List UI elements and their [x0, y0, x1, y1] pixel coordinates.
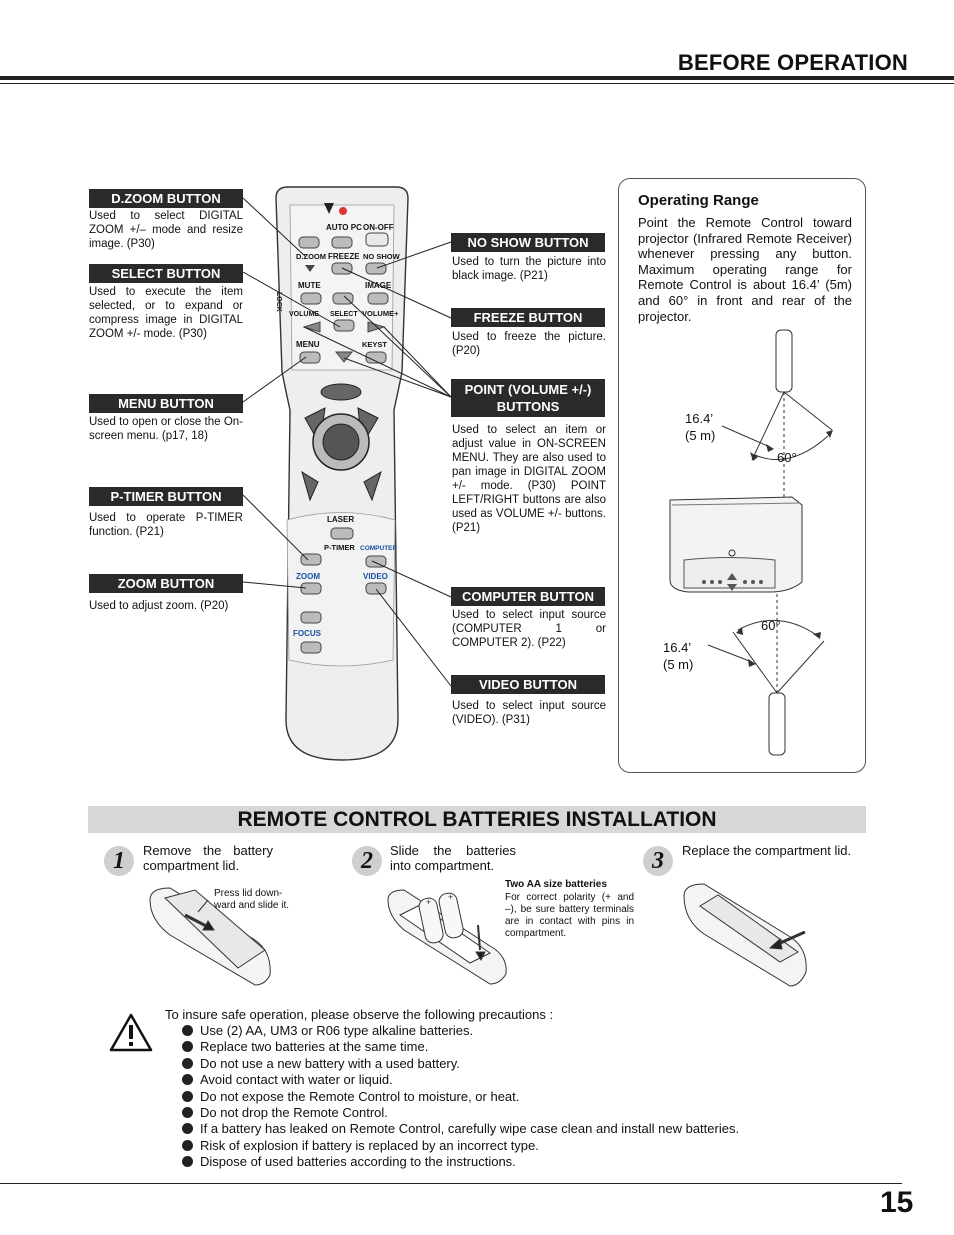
bullet-icon [182, 1107, 193, 1119]
freeze-button-desc: Used to freeze the picture. (P20) [452, 331, 606, 357]
menu-button-label: MENU BUTTON [89, 394, 243, 413]
freeze-button-label: FREEZE BUTTON [451, 308, 605, 327]
dzoom-button-desc: Used to select DIGITAL ZOOM +/– mode and… [89, 210, 243, 250]
operating-range-diagram [669, 329, 833, 756]
remote-control-illustration: AUTO PC ON-OFF D.ZOOM FREEZE NO SHOW MUT… [275, 186, 409, 761]
remote-label-freeze: FREEZE [328, 252, 360, 261]
page-number: 15 [880, 1186, 914, 1219]
svg-text:+: + [448, 892, 453, 902]
range-top-distance: 16.4’ (5 m) [685, 410, 715, 444]
list-item: Dispose of used batteries according to t… [182, 1154, 739, 1170]
precautions-list: Use (2) AA, UM3 or R06 type alkaline bat… [182, 1023, 739, 1171]
batteries-section-bar [88, 806, 866, 833]
battery-step1-illustration [149, 887, 271, 986]
section-header-title: BEFORE OPERATION [677, 50, 908, 75]
remote-label-on-off: ON-OFF [363, 223, 394, 232]
remote-label-focus: FOCUS [293, 629, 322, 638]
list-item: Risk of explosion if battery is replaced… [182, 1138, 739, 1154]
bullet-icon [182, 1123, 193, 1135]
select-button-desc: Used to execute the item selected, or to… [89, 286, 243, 340]
remote-label-keystone: KEYST [362, 340, 387, 349]
ptimer-button-desc: Used to operate P-TIMER function. (P21) [89, 512, 243, 538]
operating-range-title: Operating Range [638, 192, 759, 209]
remote-label-computer: COMPUTER [360, 545, 398, 552]
remote-label-video: VIDEO [363, 572, 388, 581]
menu-button-desc: Used to open or close the On-screen menu… [89, 416, 243, 442]
step-2-note-title: Two AA size batteries [505, 879, 607, 890]
callout-leader-lines [242, 197, 452, 687]
header-rule-thin [0, 83, 954, 84]
remote-label-zoom: ZOOM [296, 572, 320, 581]
computer-button-desc: Used to select input source (COMPUTER 1 … [452, 609, 606, 649]
range-bottom-distance: 16.4’ (5 m) [663, 639, 693, 673]
remote-label-mute: MUTE [298, 281, 321, 290]
remote-label-menu: MENU [296, 340, 320, 349]
step-2-note: For correct polarity (+ and –), be sure … [505, 892, 634, 939]
remote-label-image: IMAGE [365, 281, 392, 290]
range-top-distance-m: (5 m) [685, 428, 716, 443]
dzoom-button-label: D.ZOOM BUTTON [89, 189, 243, 208]
step-1-text: Remove the battery compartment lid. [143, 843, 273, 873]
list-item: Do not use a new battery with a used bat… [182, 1056, 739, 1072]
list-item: Do not drop the Remote Control. [182, 1105, 739, 1121]
caution-icon [109, 1013, 153, 1052]
remote-label-no-show: NO SHOW [363, 252, 401, 261]
bullet-icon [182, 1057, 193, 1069]
remote-label-dzoom: D.ZOOM [296, 252, 326, 261]
list-item: If a battery has leaked on Remote Contro… [182, 1121, 739, 1137]
remote-label-auto-pc: AUTO PC [326, 223, 362, 232]
footer-rule [0, 1183, 902, 1184]
range-top-angle: 60° [777, 450, 797, 465]
precautions-intro: To insure safe operation, please observe… [165, 1007, 554, 1022]
remote-label-volume-minus: VOLUME [289, 311, 319, 318]
step-1-number: 1 [104, 846, 134, 876]
operating-range-desc: Point the Remote Control toward projecto… [638, 215, 852, 324]
remote-label-select: SELECT [330, 311, 358, 318]
zoom-button-label: ZOOM BUTTON [89, 574, 243, 593]
no-show-button-desc: Used to turn the picture into black imag… [452, 256, 606, 282]
remote-label-ptimer: P-TIMER [324, 543, 355, 552]
laser-warning-icon [324, 203, 334, 214]
header-rule [0, 76, 954, 80]
operating-range-panel [618, 178, 866, 773]
ptimer-button-label: P-TIMER BUTTON [89, 487, 243, 506]
select-button-label: SELECT BUTTON [89, 264, 243, 283]
bullet-icon [182, 1156, 193, 1168]
point-buttons-desc: Used to select an item or adjust value i… [452, 424, 606, 534]
video-button-label: VIDEO BUTTON [451, 675, 605, 694]
bullet-icon [182, 1090, 193, 1102]
range-bottom-distance-ft: 16.4’ [663, 640, 692, 655]
remote-label-volume-plus: VOLUME+ [362, 309, 399, 318]
range-bottom-angle: 60° [761, 618, 781, 633]
step-1-note: Press lid down-ward and slide it. [214, 888, 290, 911]
remote-label-lock: LOCK [275, 292, 282, 312]
point-buttons-label: POINT (VOLUME +/-) BUTTONS [451, 379, 605, 417]
step-2-number: 2 [352, 846, 382, 876]
video-button-desc: Used to select input source (VIDEO). (P3… [452, 700, 606, 726]
battery-step3-illustration [683, 883, 807, 987]
list-item: Avoid contact with water or liquid. [182, 1072, 739, 1088]
zoom-button-desc: Used to adjust zoom. (P20) [89, 600, 229, 612]
bullet-icon [182, 1074, 193, 1086]
battery-step2-illustration: + + [387, 889, 507, 985]
list-item: Replace two batteries at the same time. [182, 1039, 739, 1055]
list-item: Do not expose the Remote Control to mois… [182, 1089, 739, 1105]
batteries-section-title: REMOTE CONTROL BATTERIES INSTALLATION [237, 808, 717, 831]
list-item: Use (2) AA, UM3 or R06 type alkaline bat… [182, 1023, 739, 1039]
step-2-text: Slide the batteries into compartment. [390, 843, 516, 873]
svg-text:+: + [426, 897, 431, 907]
range-bottom-distance-m: (5 m) [663, 657, 694, 672]
range-top-distance-ft: 16.4’ [685, 411, 714, 426]
step-3-text: Replace the compartment lid. [682, 843, 852, 858]
bullet-icon [182, 1139, 193, 1151]
bullet-icon [182, 1025, 193, 1036]
bullet-icon [182, 1041, 193, 1053]
computer-button-label: COMPUTER BUTTON [451, 587, 605, 606]
remote-label-laser: LASER [327, 515, 354, 524]
no-show-button-label: NO SHOW BUTTON [451, 233, 605, 252]
step-3-number: 3 [643, 846, 673, 876]
